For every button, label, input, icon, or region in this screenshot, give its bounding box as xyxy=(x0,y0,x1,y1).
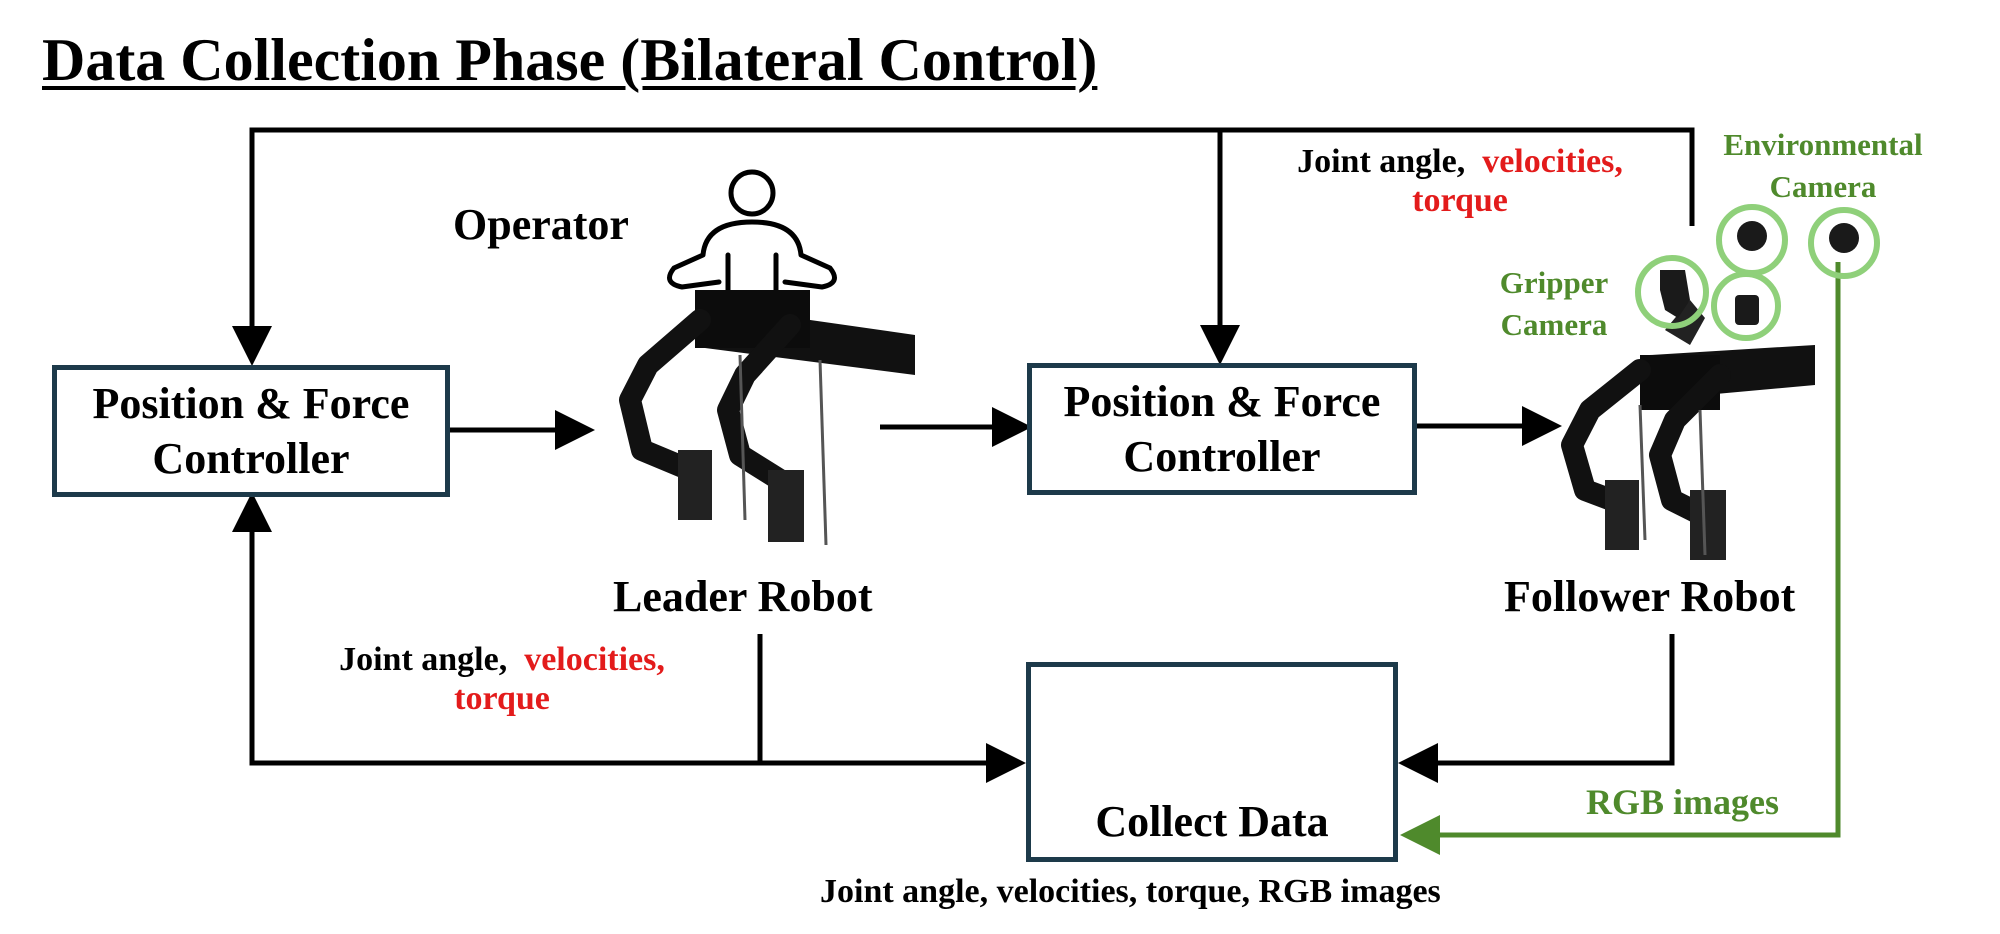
bottom-signal-velocities: velocities, xyxy=(524,641,665,678)
environmental-camera-line1: Environmental xyxy=(1723,127,1923,162)
rgb-images-label: RGB images xyxy=(1586,782,1779,822)
top-signal-label: Joint angle, velocities, torque xyxy=(1250,142,1670,220)
environmental-camera-ring-1 xyxy=(1716,204,1788,276)
left-controller-line2: Controller xyxy=(152,434,350,483)
bottom-signal-label: Joint angle, velocities, torque xyxy=(292,640,712,718)
leader-robot-label: Leader Robot xyxy=(613,572,873,621)
follower-robot-image xyxy=(1561,300,1815,560)
top-signal-prefix: Joint angle, xyxy=(1297,143,1466,180)
middle-controller-line2: Controller xyxy=(1123,432,1321,481)
gripper-camera-line2: Camera xyxy=(1500,306,1608,342)
environmental-camera-ring-2 xyxy=(1808,207,1880,279)
environmental-camera-label: Environmental Camera xyxy=(1688,124,1958,208)
left-controller-box: Position & Force Controller xyxy=(52,365,450,497)
forward-arrows xyxy=(448,406,1562,450)
operator-label: Operator xyxy=(453,200,629,249)
camera-rings xyxy=(1635,204,1880,341)
bottom-data-lines xyxy=(232,492,1675,783)
gripper-camera-ring xyxy=(1635,255,1709,329)
collect-data-label: Collect Data xyxy=(1095,797,1329,846)
rgb-image-line xyxy=(1400,262,1841,855)
gripper-camera-line1: Gripper xyxy=(1499,265,1609,300)
top-feedback-line xyxy=(232,127,1695,366)
bottom-signal-torque: torque xyxy=(454,680,550,718)
collect-data-caption: Joint angle, velocities, torque, RGB ima… xyxy=(820,873,1441,910)
left-controller-line1: Position & Force xyxy=(92,379,410,428)
follower-robot-label: Follower Robot xyxy=(1504,572,1796,621)
bottom-signal-prefix: Joint angle, xyxy=(339,641,508,678)
gripper-camera-label: Gripper Camera xyxy=(1484,262,1624,346)
top-signal-torque: torque xyxy=(1412,182,1508,220)
middle-controller-line1: Position & Force xyxy=(1063,377,1381,426)
leader-robot-image xyxy=(619,290,915,546)
collect-data-box: Collect Data xyxy=(1026,662,1398,862)
camera-icons xyxy=(1660,221,1859,325)
top-signal-velocities: velocities, xyxy=(1482,143,1623,180)
middle-controller-box: Position & Force Controller xyxy=(1027,363,1417,495)
page-title: Data Collection Phase (Bilateral Control… xyxy=(42,27,1098,93)
operator-icon xyxy=(667,169,837,313)
environmental-camera-line2: Camera xyxy=(1769,168,1877,204)
